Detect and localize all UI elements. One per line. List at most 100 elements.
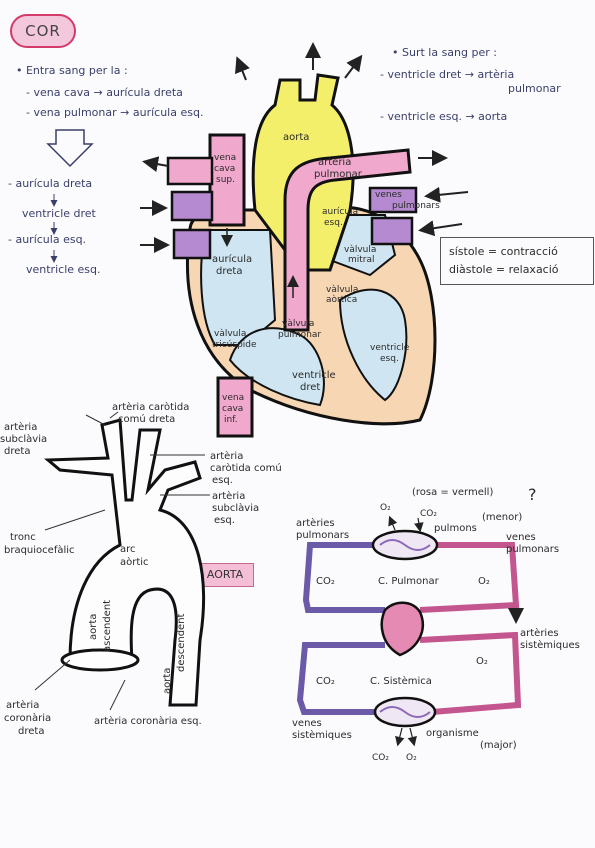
pulm-loop-left: [302, 542, 385, 613]
organism-capillary-detail: [379, 706, 431, 718]
arc-label-2: aòrtic: [120, 556, 149, 568]
surt-line-1b: pulmonar: [508, 82, 561, 95]
sys-loop-right: [419, 631, 522, 715]
leader-coronaria-esq: [109, 679, 126, 711]
flow-step-1: - aurícula dreta: [8, 177, 93, 190]
c-pulmonar-label: C. Pulmonar: [378, 576, 440, 587]
aorta-label: aorta: [283, 132, 309, 143]
venes-sist-label-2: sistèmiques: [292, 729, 352, 741]
subclavia-esq-label-3: esq.: [214, 515, 235, 526]
arrow-up-left: [235, 56, 250, 81]
pulmonary-vein-1: [368, 186, 418, 214]
o2-arrow-bottom: [407, 727, 417, 747]
valvula-pulmonar-label-2: pulmonar: [278, 330, 321, 340]
question-mark: ?: [528, 485, 537, 504]
o2-top-label: O₂: [380, 503, 391, 513]
pulmonary-artery-vessel: [283, 148, 412, 332]
entra-line-2: - vena pulmonar → aurícula esq.: [26, 106, 204, 119]
subclavia-esq-label-2: subclàvia: [212, 502, 259, 514]
valvula-pulmonar-label-1: vàlvula: [282, 319, 314, 329]
c-sistemica-label: C. Sistèmica: [370, 675, 432, 687]
flow-step-2: ventricle dret: [22, 207, 96, 220]
leader-coronaria-dreta: [34, 659, 71, 691]
subclavia-esq-label-1: artèria: [212, 490, 245, 502]
o2-arrow-top: [388, 515, 398, 531]
co2-low-label: CO₂: [316, 676, 335, 687]
auricula-esq-label-1: aurícula: [322, 207, 358, 217]
ascendent-label-2: ascendent: [102, 600, 113, 652]
arteries-sist-label-1: artèries: [520, 627, 559, 639]
aorta-shape: [44, 418, 206, 707]
co2-bottom-label: CO₂: [372, 753, 389, 763]
aorta-tag: AORTA: [196, 563, 254, 587]
down-arrow-icon: [46, 129, 94, 168]
tronc-label-2: braquiocefàlic: [4, 544, 75, 556]
valvula-mitral-label-1: vàlvula: [344, 245, 376, 255]
major-label: (major): [480, 740, 517, 751]
flow-step-3: - aurícula esq.: [8, 233, 87, 246]
o2-bottom-label: O₂: [406, 753, 417, 763]
arteria-pulmonar-label-2: pulmonar: [314, 169, 363, 180]
venes-pulm-label-1: venes: [506, 532, 536, 543]
carotida-esq-label-2: caròtida comú: [210, 462, 282, 474]
coronaria-esq-label: artèria coronària esq.: [94, 715, 202, 727]
ascendent-label-1: aorta: [88, 614, 99, 640]
rosa-label: (rosa = vermell): [412, 487, 493, 498]
co2-top-label: CO₂: [420, 509, 437, 519]
vena-cava-inf-label-3: inf.: [224, 415, 238, 425]
venes-pulmonars-label-2: pulmonars: [392, 201, 440, 211]
left-vessel-purple-2: [172, 228, 212, 260]
carotida-esq-label-1: artèria: [210, 450, 243, 462]
subclavia-dreta-label-1: artèria: [4, 421, 37, 433]
descendent-label-1: aorta: [162, 668, 173, 694]
carotida-dreta-label-1: artèria caròtida: [112, 401, 189, 413]
leader-tronc: [44, 509, 106, 531]
arc-label-1: arc: [120, 544, 136, 555]
arteries-pulm-label-1: artèries: [296, 517, 335, 529]
coronaria-dreta-label-1: artèria: [6, 699, 39, 711]
arrow-in-right-1: [424, 186, 469, 203]
subclavia-dreta-label-2: subclàvia: [0, 433, 47, 445]
vena-cava-sup-label-2: cava: [214, 164, 235, 174]
leader-carotida-dreta: [109, 411, 119, 419]
tronc-label-1: tronc: [10, 532, 36, 543]
carotida-esq-label-3: esq.: [212, 475, 233, 486]
valvula-tricuspide-label-2: tricúspide: [212, 340, 257, 350]
left-vessel-purple-1: [170, 190, 214, 222]
flow-step-4: ventricle esq.: [26, 263, 101, 276]
auricula-dreta-label-2: dreta: [216, 266, 242, 277]
coronaria-dreta-label-2: coronària: [4, 712, 51, 724]
vena-cava-inf-label-1: vena: [222, 393, 244, 403]
small-heart-icon: [380, 601, 425, 657]
ventricle-esq-label-2: esq.: [380, 354, 399, 364]
auricula-esq-label-2: esq.: [324, 218, 343, 228]
menor-label: (menor): [482, 512, 522, 523]
vena-cava-sup-vessel: [208, 133, 246, 227]
aorta-diagram: artèria subclàvia dreta artèria caròtida…: [0, 401, 282, 737]
arteria-pulmonar-label-1: artèria: [318, 156, 351, 168]
arrow-out-left: [142, 156, 169, 173]
surt-line-2: - ventricle esq. → aorta: [380, 110, 508, 123]
page-title: COR: [10, 14, 76, 48]
left-vessel-pink: [166, 156, 214, 186]
left-ventricle-chamber: [338, 288, 408, 402]
aorta-tag-text: AORTA: [206, 568, 244, 581]
carotida-dreta-label-2: comú dreta: [118, 413, 175, 425]
surt-heading: • Surt la sang per :: [392, 46, 497, 59]
valvula-mitral-label-2: mitral: [348, 255, 375, 265]
vena-cava-sup-label-1: vena: [214, 153, 236, 163]
co2-left-label: CO₂: [316, 576, 335, 587]
circulation-diagram: (rosa = vermell) (menor) pulmons O₂ CO₂ …: [292, 485, 580, 763]
venes-sist-label-1: venes: [292, 718, 322, 729]
organisme-label: organisme: [426, 728, 479, 739]
sys-loop-left: [296, 642, 385, 715]
diastole-text: diàstole = relaxació: [449, 263, 559, 276]
auricula-dreta-label-1: aurícula: [212, 253, 252, 265]
ventricle-dret-label-1: ventricle: [292, 370, 336, 381]
subclavia-dreta-label-3: dreta: [4, 446, 30, 457]
aorta-base-ring: [60, 648, 140, 672]
o2-right-label: O₂: [478, 576, 490, 587]
vena-cava-sup-label-3: sup.: [216, 175, 235, 185]
vena-cava-inf-label-2: cava: [222, 404, 243, 414]
pulm-loop-right: [419, 542, 520, 613]
